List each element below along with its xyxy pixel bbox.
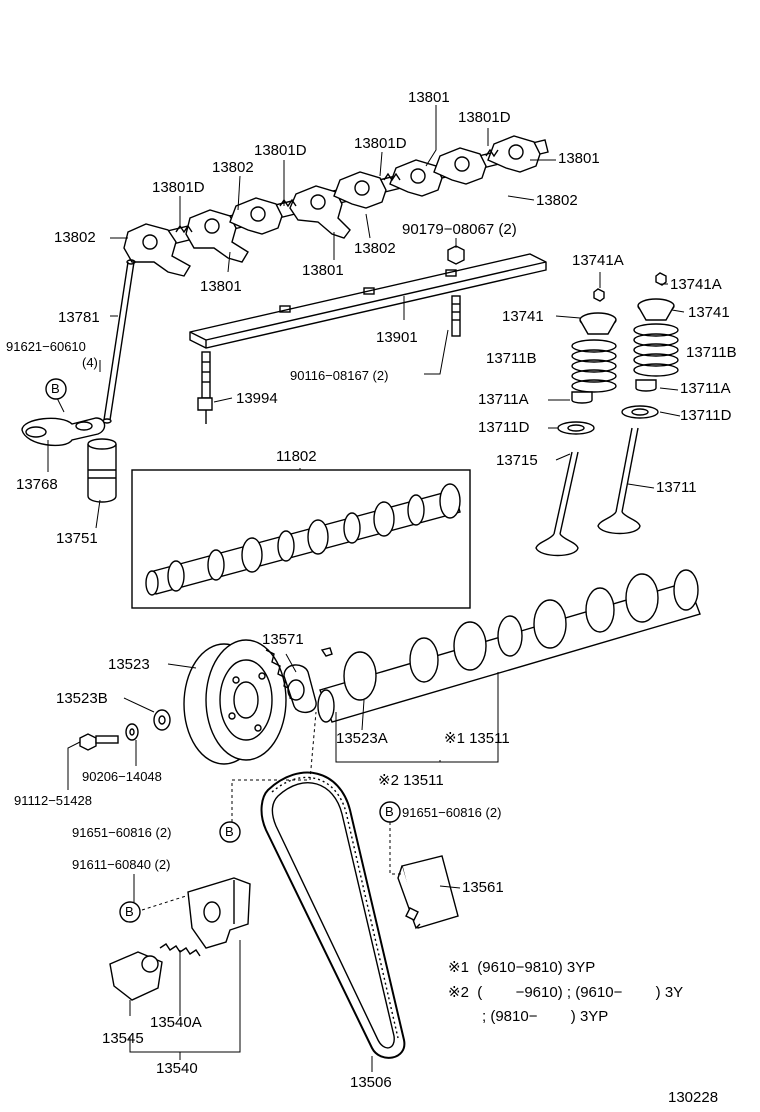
part-label: 13751 <box>56 530 98 547</box>
exhaust-valve <box>597 427 641 535</box>
valve-spring-retainer <box>637 272 675 321</box>
part-label: 90116−08167 (2) <box>290 368 389 383</box>
ref-marker-b <box>45 378 401 923</box>
part-label: 13711B <box>686 344 737 361</box>
rocker-arm <box>389 159 443 197</box>
part-label: 13523 <box>108 656 150 673</box>
part-label: 13768 <box>16 476 58 493</box>
camshaft-timing-gear <box>183 639 299 765</box>
ref-marker-label: B <box>385 804 394 819</box>
chain-damper <box>397 855 459 930</box>
part-label: 13540A <box>150 1014 202 1031</box>
part-label: 13711D <box>478 419 530 436</box>
part-label: 13802 <box>212 159 254 176</box>
part-label: 90179−08067 (2) <box>402 221 517 238</box>
gear-spacer <box>153 709 171 731</box>
part-label: 13561 <box>462 879 504 896</box>
part-label: 13506 <box>350 1074 392 1091</box>
adjusting-screw <box>197 351 213 424</box>
camshaft-image <box>145 483 461 596</box>
part-label: 13801 <box>200 278 242 295</box>
valve-spring <box>633 323 679 377</box>
part-label: 13741 <box>688 304 730 321</box>
part-label: 13801 <box>302 262 344 279</box>
rocker-arm <box>487 135 541 173</box>
gear-bolt <box>79 733 119 751</box>
push-rod <box>102 259 136 424</box>
part-label: ※1 13511 <box>444 730 510 747</box>
valve-stem-seal <box>635 379 657 392</box>
part-label: 13545 <box>102 1030 144 1047</box>
valve-spring-retainer <box>579 288 617 335</box>
ref-marker-label: B <box>225 824 234 839</box>
part-label: 91112−51428 <box>14 793 92 808</box>
leader-lines <box>47 105 685 1072</box>
valve-stem-seal <box>571 391 593 404</box>
part-label: 13994 <box>236 390 278 407</box>
part-label: 13901 <box>376 329 418 346</box>
part-label: 11802 <box>276 448 317 465</box>
valve-spring-seat <box>621 405 659 419</box>
part-label: 13741A <box>670 276 722 293</box>
tensioner-plunger <box>109 951 163 1001</box>
part-label: 13741A <box>572 252 624 269</box>
chain-tensioner <box>187 877 251 949</box>
rocker-arm <box>229 197 283 235</box>
rocker-support <box>189 253 547 349</box>
part-label: 13715 <box>496 452 538 469</box>
nut <box>447 245 465 265</box>
part-label: 91621−60610 <box>6 339 86 354</box>
part-label: (4) <box>82 355 98 370</box>
valve-lifter <box>87 438 117 503</box>
part-label: 13802 <box>54 229 96 246</box>
part-label: 13801D <box>458 109 511 126</box>
thrust-plate <box>283 664 317 713</box>
part-label: 13802 <box>354 240 396 257</box>
valve-spring <box>571 339 617 393</box>
stud-bolt <box>451 295 461 337</box>
part-label: ※2 13511 <box>378 772 444 789</box>
ref-marker-label: B <box>51 381 60 396</box>
part-label: 13801 <box>408 89 450 106</box>
rocker-arm <box>289 185 351 239</box>
rocker-arm <box>433 147 487 185</box>
part-label: 13523B <box>56 690 108 707</box>
figure-id: 130228 <box>668 1089 719 1106</box>
part-label: 13711B <box>486 350 537 367</box>
valve-spring-seat <box>557 421 595 435</box>
part-label: 13741 <box>502 308 544 325</box>
part-label: 13571 <box>262 631 304 648</box>
rocker-arm <box>333 171 387 209</box>
part-label: 90206−14048 <box>82 769 162 784</box>
part-label: 91651−60816 (2) <box>402 805 502 820</box>
part-label: 13801D <box>254 142 307 159</box>
part-label: 13711A <box>680 380 731 397</box>
part-label: 13781 <box>58 309 100 326</box>
part-label: 13523A <box>336 730 388 747</box>
ref-marker-label: B <box>125 904 134 919</box>
camshaft-box <box>131 469 471 609</box>
part-label: 13711D <box>680 407 732 424</box>
part-label: 91651−60816 (2) <box>72 825 172 840</box>
part-label: 13540 <box>156 1060 198 1077</box>
part-label: 13801D <box>354 135 407 152</box>
washer <box>125 723 139 741</box>
part-label: 13802 <box>536 192 578 209</box>
part-label: 13711A <box>478 391 529 408</box>
intake-valve <box>535 451 579 557</box>
camshaft <box>317 569 701 723</box>
part-label: 13711 <box>656 479 697 496</box>
applicability-note: ; (9810− ) 3YP <box>482 1008 609 1025</box>
part-label: 91611−60840 (2) <box>72 857 171 872</box>
part-label: 13801D <box>152 179 205 196</box>
applicability-note: ※2 ( −9610) ; (9610− ) 3Y <box>448 984 684 1001</box>
part-label: 13801 <box>558 150 600 167</box>
applicability-note: ※1 (9610−9810) 3YP <box>448 959 596 976</box>
rocker-shaft-assembly <box>123 135 549 277</box>
